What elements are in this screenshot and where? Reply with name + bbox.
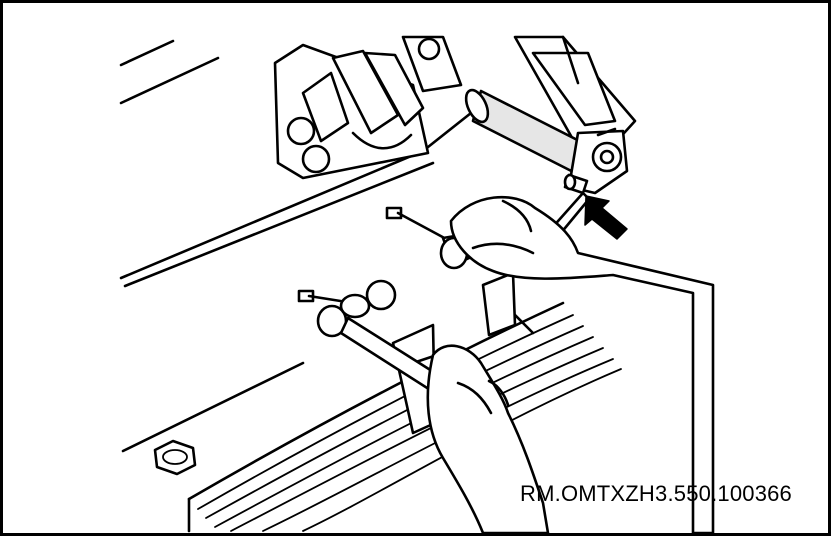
hanger-bracket-left — [273, 43, 430, 180]
spring-pin — [563, 173, 589, 195]
hand-lower — [426, 344, 550, 533]
arrow-icon — [584, 195, 628, 240]
spring-pin-removal-illustration — [119, 35, 715, 533]
figure-reference-code: RM.OMTXZH3.550.100366 — [520, 481, 792, 506]
shackle-bracket — [401, 35, 637, 145]
motion-lines — [119, 39, 220, 105]
hand-upper — [449, 195, 715, 533]
spring-eye-cylinder — [464, 88, 629, 195]
clamp-bolt-lower — [297, 279, 445, 395]
hex-nut — [153, 439, 197, 476]
